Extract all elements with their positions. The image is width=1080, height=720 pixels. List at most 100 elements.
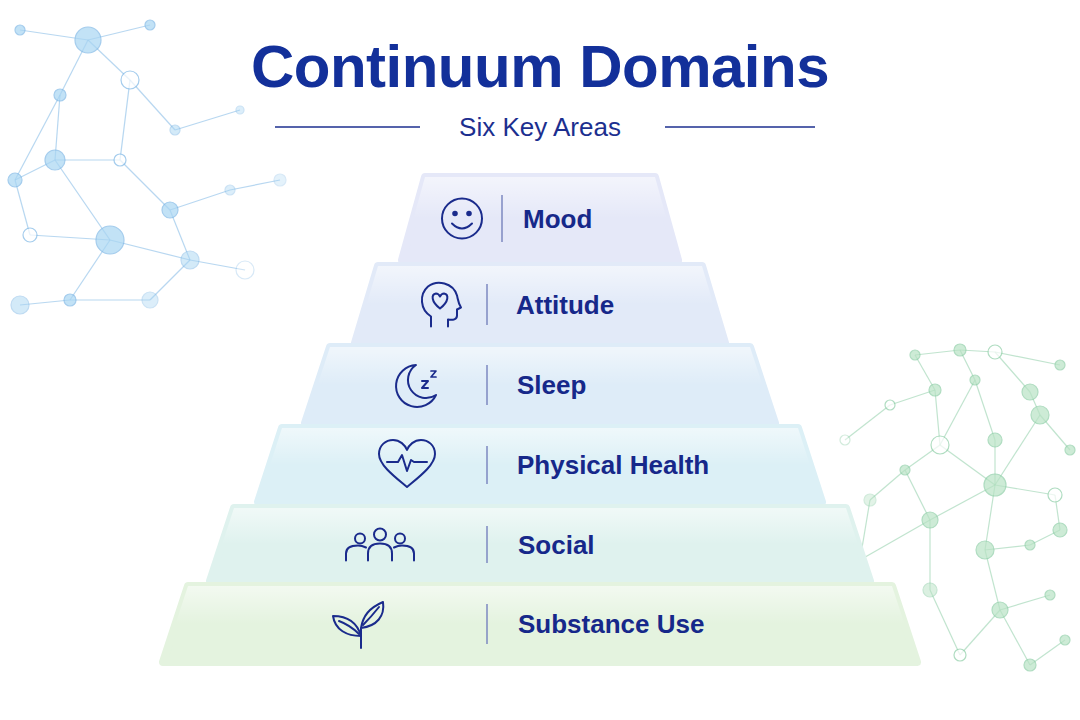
band-icon [333, 602, 383, 648]
network-dot [988, 345, 1002, 359]
network-dot [23, 228, 37, 242]
network-dot [988, 433, 1002, 447]
network-dot [970, 375, 980, 385]
band-label: Physical Health [517, 452, 709, 478]
network-dot [1048, 488, 1062, 502]
network-link [915, 350, 960, 355]
band-icon [346, 529, 414, 561]
network-link [230, 180, 280, 190]
network-dot [225, 185, 235, 195]
network-link [870, 470, 905, 500]
network-link [960, 610, 1000, 655]
band-divider [486, 284, 488, 325]
band-divider [501, 195, 503, 242]
network-links [15, 25, 280, 305]
network-dot [54, 89, 66, 101]
pyramid-band: Social [210, 508, 870, 581]
network-dot [64, 294, 76, 306]
network-link [929, 520, 930, 590]
network-dot [162, 202, 178, 218]
network-dot [1053, 523, 1067, 537]
band-icon [422, 283, 461, 327]
band-icon [396, 365, 436, 407]
pyramid-band: Substance Use [163, 586, 917, 662]
network-dot [954, 649, 966, 661]
band-label: Sleep [517, 372, 586, 398]
network-dot [922, 512, 938, 528]
band-fill [402, 177, 678, 260]
network-link [170, 190, 230, 210]
band-divider [486, 526, 488, 563]
subtitle-rule [665, 126, 815, 128]
network-dot [8, 173, 22, 187]
network-dot [840, 435, 850, 445]
pyramid-band: Mood [402, 177, 678, 260]
network-dot [992, 602, 1008, 618]
band-sheen [210, 508, 870, 581]
band-fill [163, 586, 917, 662]
network-link [930, 590, 960, 655]
network-link [120, 160, 170, 210]
network-dot [1022, 384, 1038, 400]
network-dot [929, 384, 941, 396]
network-link [860, 520, 930, 560]
band-fill [210, 508, 870, 581]
network-link [940, 380, 975, 445]
subtitle: Six Key Areas [453, 112, 627, 142]
network-dot [984, 474, 1006, 496]
network-dot [170, 125, 180, 135]
band-divider [486, 365, 488, 405]
band-icon [379, 440, 435, 487]
network-dot [45, 150, 65, 170]
band-sheen [258, 428, 822, 502]
network-dot [1031, 406, 1049, 424]
network-dot [976, 541, 994, 559]
network-dot [96, 226, 124, 254]
network-dot [236, 261, 254, 279]
band-sheen [305, 347, 775, 423]
network-link [1000, 610, 1030, 665]
network-dot [181, 251, 199, 269]
network-link [15, 180, 30, 235]
band-label: Social [518, 532, 595, 558]
network-link [890, 390, 935, 405]
network-link [975, 380, 995, 440]
network-dot [145, 20, 155, 30]
subtitle-rule [275, 126, 420, 128]
network-dot [1065, 445, 1075, 455]
pyramid-band: Sleep [305, 347, 775, 423]
network-dot [1024, 659, 1036, 671]
network-dot [121, 71, 139, 89]
band-label: Mood [523, 206, 592, 232]
network-dot [75, 27, 101, 53]
band-sheen [402, 177, 678, 260]
network-dot [114, 154, 126, 166]
band-sheen [163, 586, 917, 662]
network-dot [1025, 540, 1035, 550]
band-icon [442, 199, 482, 239]
network-link [995, 415, 1040, 485]
network-dot [1055, 360, 1065, 370]
band-fill [258, 428, 822, 502]
diagram-title: Continuum Domains [0, 32, 1080, 101]
network-dot [900, 465, 910, 475]
network-dot [931, 436, 949, 454]
network-link [845, 405, 890, 440]
network-dots [8, 20, 286, 314]
pyramid-band: Physical Health [258, 428, 822, 502]
pyramid-band: Attitude [355, 266, 725, 343]
network-dot [1045, 590, 1055, 600]
network-dot [1060, 635, 1070, 645]
network-link [120, 80, 130, 160]
network-dot [864, 494, 876, 506]
band-fill [305, 347, 775, 423]
band-sheen [355, 266, 725, 343]
network-dot [15, 25, 25, 35]
band-divider [486, 446, 488, 484]
network-link [175, 110, 240, 130]
network-dot [954, 344, 966, 356]
band-label: Substance Use [518, 611, 704, 637]
band-divider [486, 604, 488, 644]
network-link [130, 80, 175, 130]
